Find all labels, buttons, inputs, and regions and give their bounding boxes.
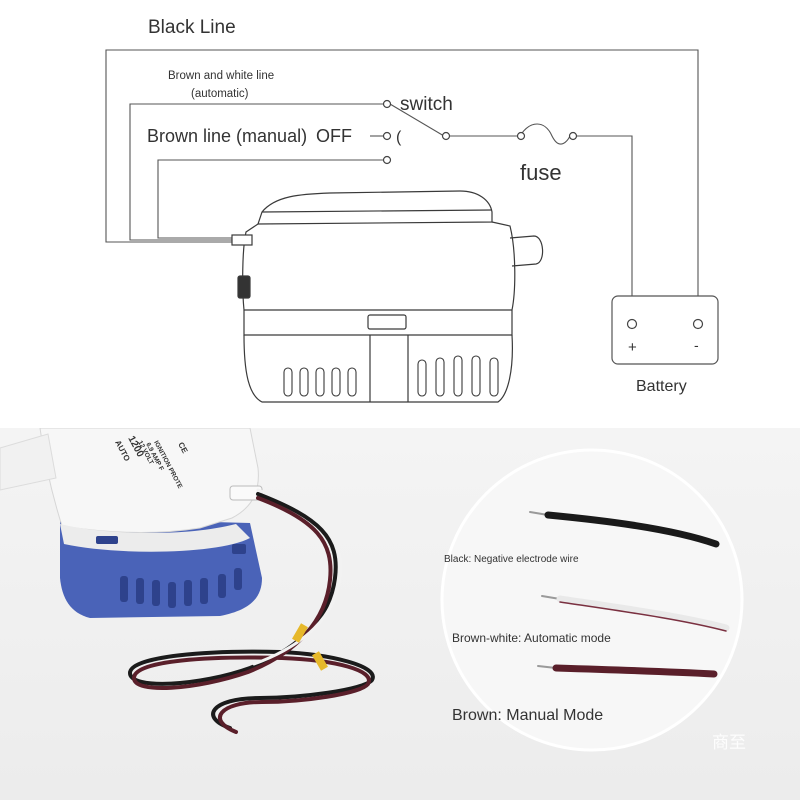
pump-slot — [367, 314, 407, 330]
black-line-label: Black Line — [148, 17, 236, 38]
contact-common — [441, 131, 451, 141]
pump-white-skirt — [60, 524, 250, 552]
brown-line-label: Brown line (manual) — [147, 126, 307, 146]
cable-brown — [131, 496, 371, 734]
pump-photo: AUTO 1200 12 VOLT 6.9 AMP F IGNITION PRO… — [0, 428, 263, 618]
wires — [105, 49, 699, 318]
fuse-label: fuse — [520, 160, 562, 185]
cable-white — [252, 488, 342, 666]
brown-white-label-2: (automatic) — [191, 88, 249, 100]
contact-auto — [382, 99, 392, 109]
switch-contacts — [382, 99, 578, 165]
pump-body — [242, 221, 516, 311]
inset-wire-white-stripe — [559, 601, 727, 632]
cable-bundle — [127, 488, 375, 734]
label-brown-white-wire: Brown-white: Automatic mode — [452, 631, 611, 645]
fuse-to-battery-wire — [576, 135, 633, 318]
cable-black — [127, 492, 375, 730]
inset-wire-black — [544, 511, 720, 548]
contact-manual — [382, 155, 392, 165]
product-photo: AUTO 1200 12 VOLT 6.9 AMP F IGNITION PRO… — [0, 428, 800, 800]
fuse-terminal-right — [568, 131, 578, 141]
brown-white-wire — [129, 103, 384, 241]
label-black-wire: Black: Negative electrode wire — [444, 554, 579, 565]
cable-connector-2 — [312, 651, 328, 671]
strainer-slots — [283, 355, 499, 397]
battery-terminal-plus — [626, 318, 638, 330]
contact-off — [382, 131, 392, 141]
brown-white-label-1: Brown and white line — [168, 70, 274, 82]
battery-terminal-minus — [692, 318, 704, 330]
pump-vents — [120, 568, 242, 608]
off-contact-mark: ( — [396, 129, 402, 146]
black-wire — [105, 49, 699, 318]
fuse-terminal-left — [516, 131, 526, 141]
switch-label: switch — [400, 94, 453, 115]
pump-side-nub — [237, 275, 251, 299]
inset-wires — [529, 511, 730, 678]
pump-cap — [257, 190, 493, 225]
inset-wire-brown — [552, 664, 718, 678]
fuse-element — [519, 123, 571, 145]
label-brown-wire: Brown: Manual Mode — [452, 707, 603, 724]
pump-base-band — [243, 310, 513, 336]
cable-connector-1 — [292, 623, 308, 643]
wiring-diagram: + - — [105, 17, 719, 403]
brown-wire — [157, 159, 384, 239]
battery-label: Battery — [636, 378, 687, 395]
switch-arm — [389, 103, 445, 137]
pump-drawing — [231, 190, 544, 403]
pump-strainer — [243, 334, 513, 403]
pump-blue-slot — [96, 536, 118, 544]
inset-wire-white — [556, 595, 730, 632]
off-label: OFF — [316, 126, 352, 146]
battery-plus-sign: + — [628, 339, 637, 356]
pump-outlet — [509, 235, 544, 267]
battery-minus-sign: - — [694, 337, 699, 353]
photo-illustration: AUTO 1200 12 VOLT 6.9 AMP F IGNITION PRO… — [0, 428, 746, 753]
pump-blue-slot-2 — [232, 544, 246, 554]
battery-body — [611, 295, 719, 365]
pump-wire-connector — [231, 234, 253, 246]
pump-outlet-photo — [0, 433, 57, 491]
watermark: 商至 — [712, 733, 746, 753]
battery: + - — [611, 295, 719, 365]
wire-inset-circle — [440, 448, 744, 752]
